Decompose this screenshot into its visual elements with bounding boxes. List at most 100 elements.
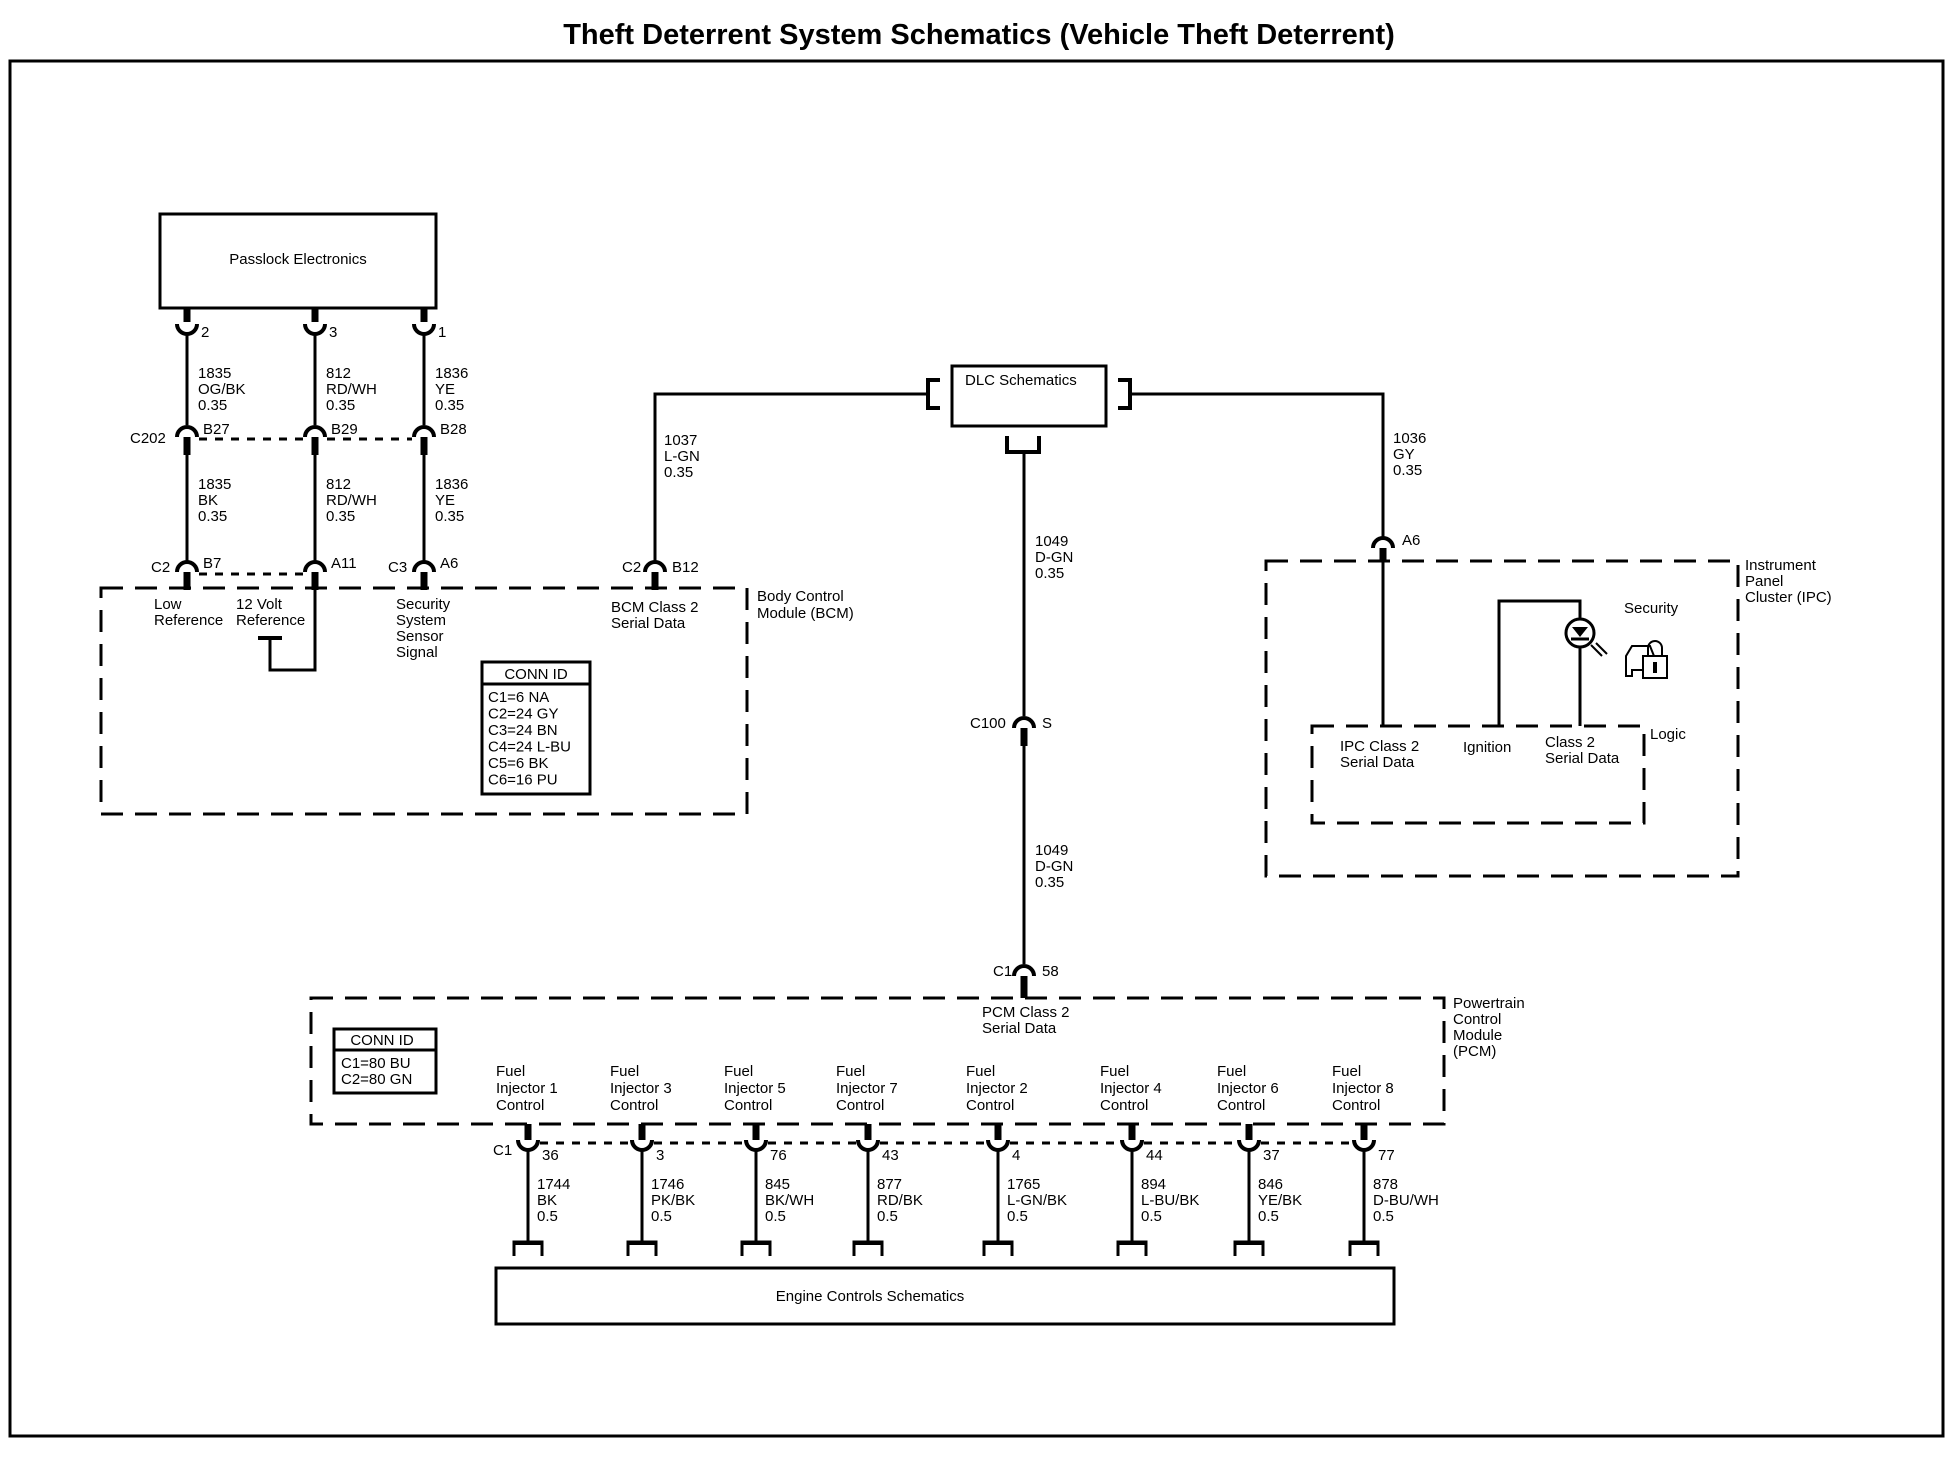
body-control-module[interactable]: Body Control Module (BCM) C2 B12 BCM Cla… [99, 559, 854, 816]
injector-pin-number: 37 [1263, 1147, 1280, 1164]
bcm-serial-connector[interactable]: C2 B12 [622, 559, 699, 590]
c202-pin-connector[interactable] [412, 425, 436, 438]
wire-size: 0.35 [326, 397, 355, 414]
injector-label-line-3: Control [610, 1097, 658, 1114]
injector-wire-circuit: 878 [1373, 1176, 1398, 1193]
c202-pin-label: B27 [203, 421, 230, 438]
injector-label-line-1: Fuel [610, 1063, 639, 1080]
pcm-outline [309, 996, 1446, 1126]
c202-pin-connector[interactable] [303, 425, 327, 438]
injector-pin-connector[interactable] [1120, 1139, 1144, 1152]
injector-pin-connector[interactable] [986, 1139, 1010, 1152]
wire-color: RD/WH [326, 381, 377, 398]
security-led-icon [1564, 617, 1608, 657]
car-padlock-icon [1625, 640, 1668, 679]
pcm-name-4: (PCM) [1453, 1043, 1496, 1060]
wire-1036-circuit: 1036 [1393, 430, 1426, 447]
bcm-pin-connector[interactable] [412, 560, 436, 573]
injector-pin-connector[interactable] [744, 1139, 768, 1152]
dlc-schematics[interactable]: DLC Schematics [926, 364, 1132, 454]
wire-1049-lower-size: 0.35 [1035, 874, 1064, 891]
bcm-conn-id-row: C4=24 L-BU [488, 739, 571, 756]
bcm-pin-label: A6 [440, 555, 458, 572]
injector-label-line-2: Injector 5 [724, 1080, 786, 1097]
security-lamp-circuit [1497, 599, 1582, 726]
bcm-serial-pin: B12 [672, 559, 699, 576]
injector-label-line-2: Injector 3 [610, 1080, 672, 1097]
bcm-conn-id-row: C3=24 BN [488, 722, 558, 739]
wire-1037-size: 0.35 [664, 464, 693, 481]
bcm-pin-function-label: Reference [236, 612, 305, 629]
passlock-pin-connector[interactable] [303, 323, 327, 336]
injector-label-line-3: Control [496, 1097, 544, 1114]
injector-wire-size: 0.5 [1373, 1208, 1394, 1225]
injector-pin-number: 43 [882, 1147, 899, 1164]
passlock-pin-connector[interactable] [175, 323, 199, 336]
lower-wire-circuit: 1835 [198, 476, 231, 493]
injector-pin-number: 4 [1012, 1147, 1020, 1164]
passlock-pin-number: 2 [201, 324, 209, 341]
lower-wire-color: RD/WH [326, 492, 377, 509]
lower-wire-color: YE [435, 492, 455, 509]
pcm-serial-connector[interactable]: C1 58 [993, 963, 1059, 998]
passlock-pin-connector[interactable] [412, 323, 436, 336]
injector-label-line-3: Control [1100, 1097, 1148, 1114]
page-title: Theft Deterrent System Schematics (Vehic… [563, 19, 1395, 51]
powertrain-control-module[interactable]: Powertrain Control Module (PCM) PCM Clas… [309, 995, 1525, 1126]
ipc-logic-item-3-l2: Serial Data [1545, 750, 1620, 767]
passlock-electronics[interactable]: Passlock Electronics [158, 212, 438, 310]
bcm-pin-function-label: Signal [396, 644, 438, 661]
injector-pin-connector[interactable] [1237, 1139, 1261, 1152]
bcm-pin-function-label: Reference [154, 612, 223, 629]
injector-pin-number: 76 [770, 1147, 787, 1164]
bcm-conn-id-row: C1=6 NA [488, 689, 549, 706]
c100-connector[interactable]: C100 S [970, 715, 1052, 746]
injector-wire-size: 0.5 [877, 1208, 898, 1225]
wire-1049-upper-size: 0.35 [1035, 565, 1064, 582]
passlock-box[interactable] [158, 212, 438, 310]
dlc-box[interactable] [950, 364, 1108, 428]
bcm-outline [99, 586, 749, 816]
pcm-conn-id-row-1: C1=80 BU [341, 1055, 411, 1072]
wire-1036-size: 0.35 [1393, 462, 1422, 479]
pcm-name-1: Powertrain [1453, 995, 1525, 1012]
injector-label-line-1: Fuel [1332, 1063, 1361, 1080]
injector-wire-circuit: 894 [1141, 1176, 1166, 1193]
injector-label-line-1: Fuel [966, 1063, 995, 1080]
injector-wire-size: 0.5 [651, 1208, 672, 1225]
c202-label: C202 [130, 430, 166, 447]
injector-pin-connector[interactable] [516, 1139, 540, 1152]
instrument-panel-cluster[interactable]: A6 Instrument Panel Cluster (IPC) Securi… [1264, 532, 1832, 878]
bcm-name-1: Body Control [757, 588, 844, 605]
c202-pin-connector[interactable] [175, 425, 199, 438]
engine-controls-schematics[interactable]: Engine Controls Schematics [494, 1266, 1396, 1326]
wire-1049-upper-circuit: 1049 [1035, 533, 1068, 550]
bcm-pin-connector[interactable] [303, 560, 327, 573]
injector-label-line-3: Control [966, 1097, 1014, 1114]
pcm-serial-pin: 58 [1042, 963, 1059, 980]
injector-wire-size: 0.5 [765, 1208, 786, 1225]
ipc-logic-item-1-l2: Serial Data [1340, 754, 1415, 771]
c100-pin: S [1042, 715, 1052, 732]
engine-controls-box[interactable] [494, 1266, 1396, 1326]
wire-1036-color: GY [1393, 446, 1415, 463]
c202-pin-label: B28 [440, 421, 467, 438]
injector-label-line-2: Injector 4 [1100, 1080, 1162, 1097]
bcm-pin-connector[interactable] [175, 560, 199, 573]
injector-pin-number: 44 [1146, 1147, 1163, 1164]
wire-1036 [1130, 392, 1385, 540]
injector-pin-connector[interactable] [856, 1139, 880, 1152]
bcm-pin-function-label: 12 Volt [236, 596, 283, 613]
injector-label-line-3: Control [836, 1097, 884, 1114]
injector-pin-connector[interactable] [1352, 1139, 1376, 1152]
injector-pin-connector[interactable] [630, 1139, 654, 1152]
passlock-pin-number: 3 [329, 324, 337, 341]
ipc-name-3: Cluster (IPC) [1745, 589, 1832, 606]
